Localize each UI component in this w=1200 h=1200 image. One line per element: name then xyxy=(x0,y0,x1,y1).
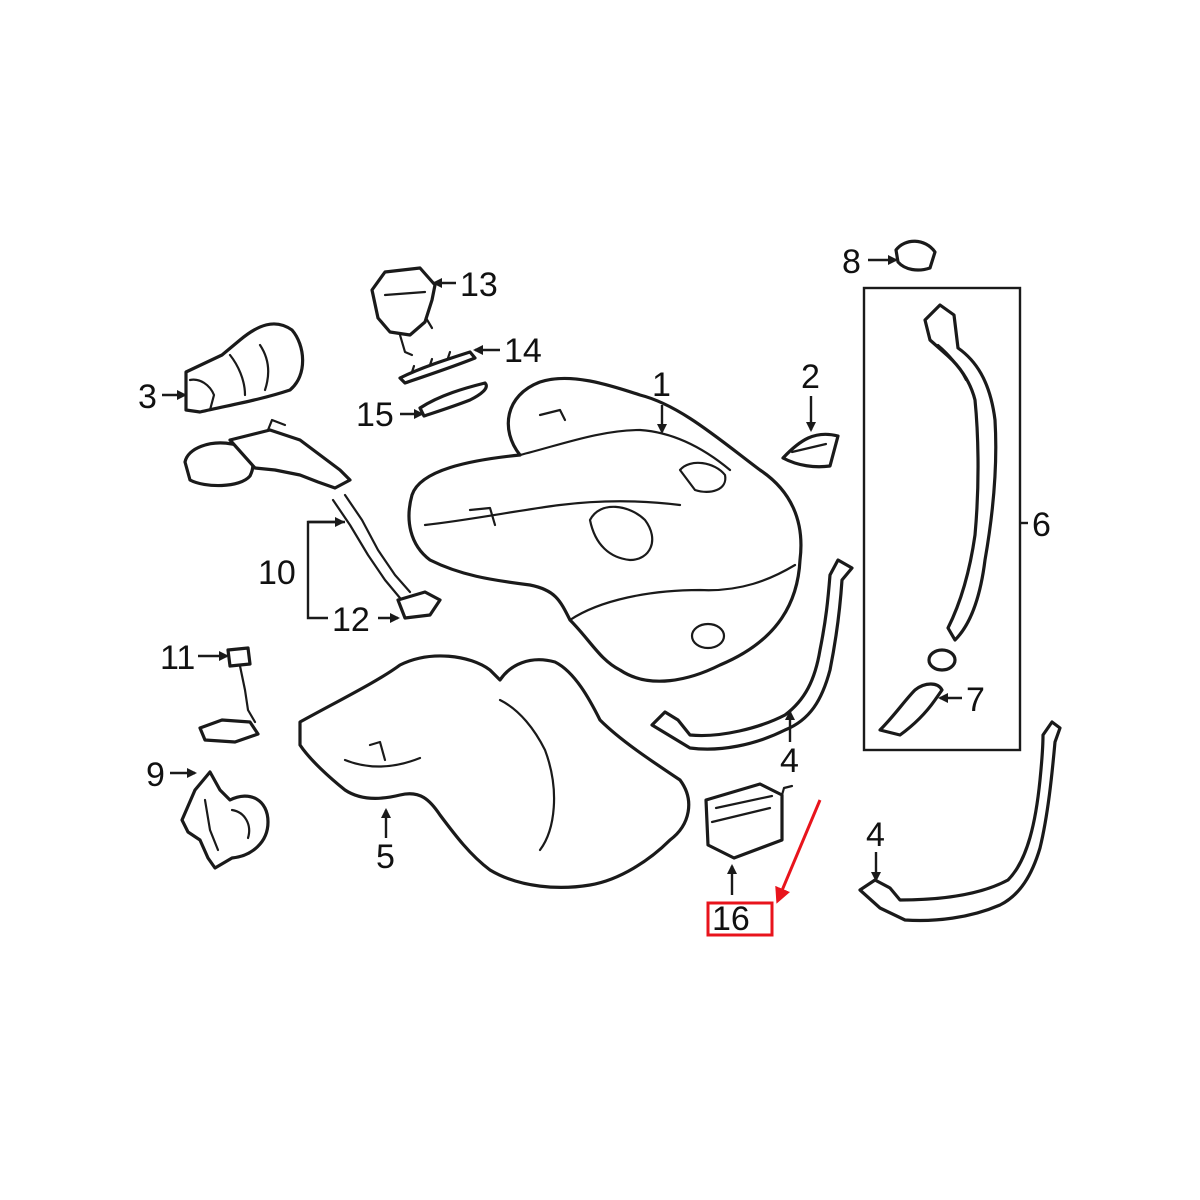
tank-lower-shield xyxy=(298,654,691,889)
callout-11: 11 xyxy=(160,639,195,677)
callout-numbers: 1 2 3 4 4 5 6 7 8 9 10 11 12 13 14 15 16 xyxy=(138,243,1051,938)
highlight-box xyxy=(706,901,774,937)
heat-shield xyxy=(184,322,305,414)
retainer-ring xyxy=(398,350,477,385)
tank-strap-upper xyxy=(650,558,854,751)
callout-4-upper: 4 xyxy=(780,742,799,780)
callout-8: 8 xyxy=(842,243,861,281)
fuel-pump-control-module xyxy=(704,782,794,860)
insulator-pad xyxy=(781,432,840,469)
callout-3: 3 xyxy=(138,378,157,416)
fuel-tank xyxy=(407,376,803,683)
filler-hose xyxy=(878,682,944,737)
tank-strap-lower xyxy=(858,720,1062,923)
fuel-pump-assembly xyxy=(183,418,442,620)
filler-cap xyxy=(894,239,937,272)
callout-2: 2 xyxy=(801,358,820,396)
callout-6: 6 xyxy=(1032,506,1051,544)
level-sender xyxy=(370,266,437,357)
callout-9: 9 xyxy=(146,756,165,794)
leader-lines xyxy=(162,255,1028,895)
highlight-arrow xyxy=(775,799,822,904)
callout-15: 15 xyxy=(356,396,394,434)
gasket xyxy=(418,381,488,418)
callout-12: 12 xyxy=(332,601,370,639)
hose-clamp xyxy=(927,648,957,672)
callout-14: 14 xyxy=(504,332,542,370)
callout-10: 10 xyxy=(258,554,296,592)
callout-4-lower: 4 xyxy=(866,816,885,854)
callout-7: 7 xyxy=(966,681,985,719)
filler-pipe xyxy=(923,303,998,642)
fuel-sensor xyxy=(198,646,260,744)
callout-1: 1 xyxy=(652,366,671,404)
callout-13: 13 xyxy=(460,266,498,304)
filler-group-frame xyxy=(862,286,1022,752)
pump-module xyxy=(180,770,270,870)
callout-5: 5 xyxy=(376,838,395,876)
callout-16: 16 xyxy=(712,900,750,938)
